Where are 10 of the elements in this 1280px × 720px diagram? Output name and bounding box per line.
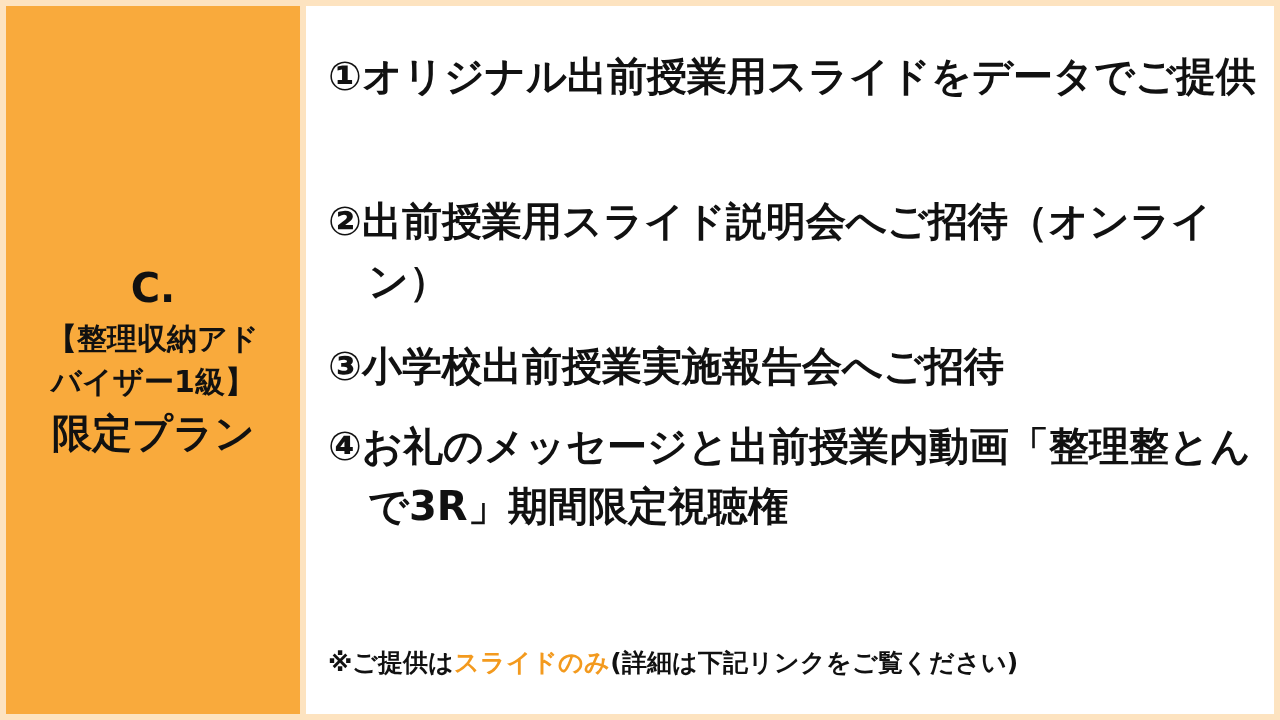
plan-letter: C. (130, 263, 176, 313)
content-panel (306, 6, 1274, 714)
list-item: ③小学校出前授業実施報告会へご招待 (328, 342, 1005, 391)
footnote-text: ※ご提供はスライドのみ(詳細は下記リンクをご覧ください) (328, 647, 1019, 679)
list-item: ①オリジナル出前授業用スライドをデータでご提供 (328, 52, 1257, 101)
qualification-text: 【整理収納アドバイザー1級】 (46, 319, 260, 401)
plan-title: 限定プラン (51, 408, 255, 458)
list-item: ②出前授業用スライド説明会へご招待（オンライン） (328, 197, 1213, 306)
list-item: ④お礼のメッセージと出前授業内動画「整理整とんで3R」期間限定視聴権 (328, 422, 1252, 531)
heading-panel (6, 6, 300, 714)
